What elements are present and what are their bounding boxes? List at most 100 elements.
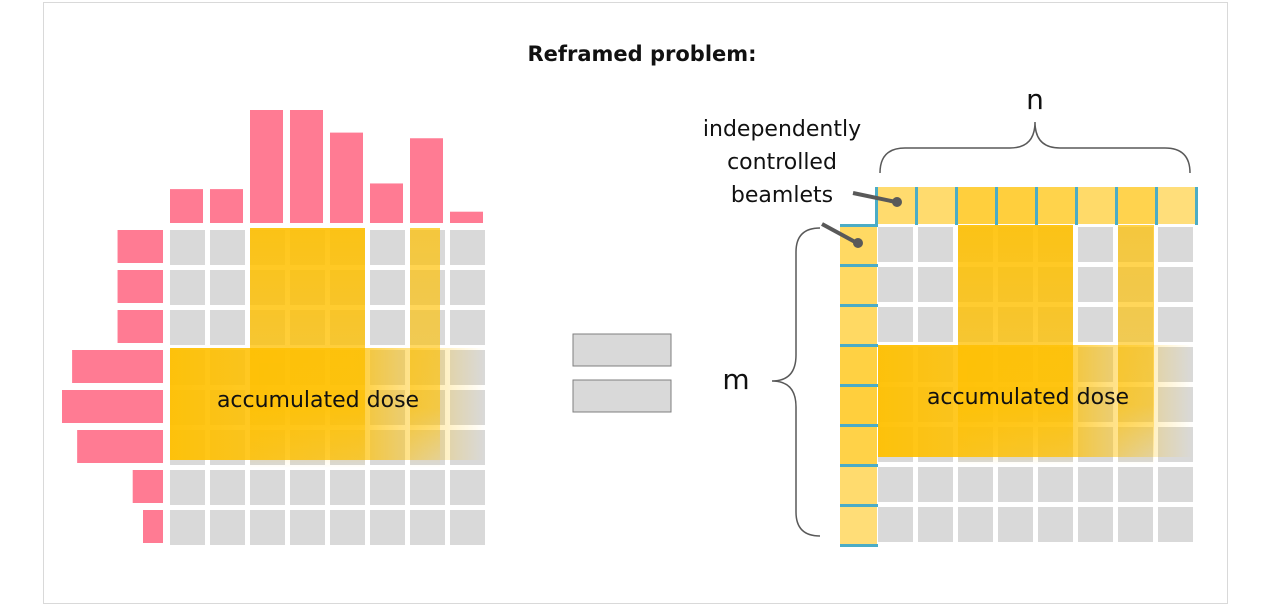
left-top-histogram: [170, 110, 483, 223]
side-beamlet-cell: [840, 307, 877, 344]
right-grid-cell: [998, 507, 1033, 542]
callout-pointer-top: [852, 191, 897, 204]
callout-pointer-top-dot: [892, 197, 902, 207]
top-beamlet-fill: [1078, 187, 1115, 224]
right-grid-cell: [1158, 267, 1193, 302]
left-side-bar: [62, 390, 163, 423]
left-side-bar: [72, 350, 163, 383]
top-beamlet-fill: [998, 187, 1035, 224]
side-beamlet-divider: [840, 384, 878, 387]
right-grid-cell: [918, 467, 953, 502]
side-beamlet-fill: [840, 387, 877, 424]
side-beamlet-divider: [840, 224, 878, 227]
right-grid-cell: [1078, 267, 1113, 302]
top-beamlet-divider: [955, 187, 958, 225]
left-grid-cell: [370, 230, 405, 265]
left-grid-cell: [170, 270, 205, 305]
left-accumulated-dose-label: accumulated dose: [217, 388, 419, 413]
right-grid-cell: [1078, 467, 1113, 502]
top-beamlet-fill: [1158, 187, 1195, 224]
right-dose-vertical-band: [958, 225, 1073, 465]
right-dose-narrow-band: [1118, 225, 1154, 465]
equals-sign-top-bar: [572, 333, 672, 367]
left-grid-cell: [410, 510, 445, 545]
top-beamlet-divider: [1195, 187, 1198, 225]
top-beamlet-fill: [918, 187, 955, 224]
side-beamlet-fill: [840, 427, 877, 464]
top-beamlet-fill: [1118, 187, 1155, 224]
left-grid-cell: [450, 270, 485, 305]
n-dimension-label: n: [1026, 83, 1044, 116]
left-grid-cell: [290, 470, 325, 505]
side-beamlet-fill: [840, 507, 877, 544]
left-grid-cell: [410, 470, 445, 505]
top-beamlet-cell: [1078, 187, 1115, 224]
right-grid-cell: [918, 307, 953, 342]
top-beamlet-divider: [1155, 187, 1158, 225]
right-grid-cell: [918, 507, 953, 542]
left-top-bar: [290, 110, 323, 223]
left-grid-cell: [370, 510, 405, 545]
left-grid-cell: [330, 510, 365, 545]
callout-pointer-side: [821, 222, 858, 245]
right-dose-overlay: [878, 225, 1193, 465]
right-grid-cell: [1038, 507, 1073, 542]
m-dimension-label: m: [722, 363, 749, 396]
left-top-bar: [450, 211, 483, 223]
callout-pointer-side-dot: [853, 238, 863, 248]
top-beamlet-cell: [1158, 187, 1195, 224]
callout-line-1: independently: [703, 117, 861, 142]
top-beamlet-divider: [875, 187, 878, 225]
left-side-bar: [143, 510, 163, 543]
right-grid-cell: [958, 467, 993, 502]
side-beamlet-divider: [840, 344, 878, 347]
left-side-bar: [132, 470, 163, 503]
left-grid-cell: [290, 510, 325, 545]
figure-title: Reframed problem:: [527, 42, 756, 66]
right-grid-cell: [918, 267, 953, 302]
left-grid-cell: [450, 230, 485, 265]
side-beamlet-divider: [840, 304, 878, 307]
left-grid-cell: [170, 470, 205, 505]
right-grid-cell: [878, 267, 913, 302]
side-beamlet-divider: [840, 464, 878, 467]
right-grid-cell: [1158, 507, 1193, 542]
left-side-bar: [77, 430, 163, 463]
top-beamlet-fill: [958, 187, 995, 224]
right-grid-cell: [1078, 307, 1113, 342]
right-side-beamlets: [840, 224, 878, 547]
top-beamlet-divider: [1115, 187, 1118, 225]
side-beamlet-cell: [840, 467, 877, 504]
right-grid-cell: [878, 227, 913, 262]
left-grid-cell: [450, 310, 485, 345]
n-dimension-brace: [879, 121, 1191, 174]
left-top-bar: [370, 183, 403, 223]
top-beamlet-divider: [1035, 187, 1038, 225]
right-grid-cell: [1158, 467, 1193, 502]
left-side-bar: [117, 310, 163, 343]
right-grid-cell: [1078, 507, 1113, 542]
left-top-bar: [410, 138, 443, 223]
side-beamlet-divider: [840, 504, 878, 507]
right-grid-cell: [1118, 507, 1153, 542]
right-grid-cell: [1158, 227, 1193, 262]
side-beamlet-divider: [840, 264, 878, 267]
side-beamlet-cell: [840, 507, 877, 544]
side-beamlet-divider: [840, 424, 878, 427]
left-grid-cell: [370, 470, 405, 505]
top-beamlet-cell: [1118, 187, 1155, 224]
left-side-bar: [117, 230, 163, 263]
left-side-histogram: [62, 230, 163, 543]
callout-line-3: beamlets: [731, 183, 833, 208]
top-beamlet-divider: [995, 187, 998, 225]
left-dose-vertical-band: [250, 228, 365, 468]
right-grid-cell: [1078, 227, 1113, 262]
left-side-bar: [117, 270, 163, 303]
right-grid-cell: [1038, 467, 1073, 502]
right-grid-cell: [998, 467, 1033, 502]
left-grid-cell: [210, 270, 245, 305]
left-top-bar: [170, 189, 203, 223]
callout-line-2: controlled: [727, 150, 837, 175]
top-beamlet-divider: [1075, 187, 1078, 225]
right-top-beamlets: [875, 187, 1198, 225]
